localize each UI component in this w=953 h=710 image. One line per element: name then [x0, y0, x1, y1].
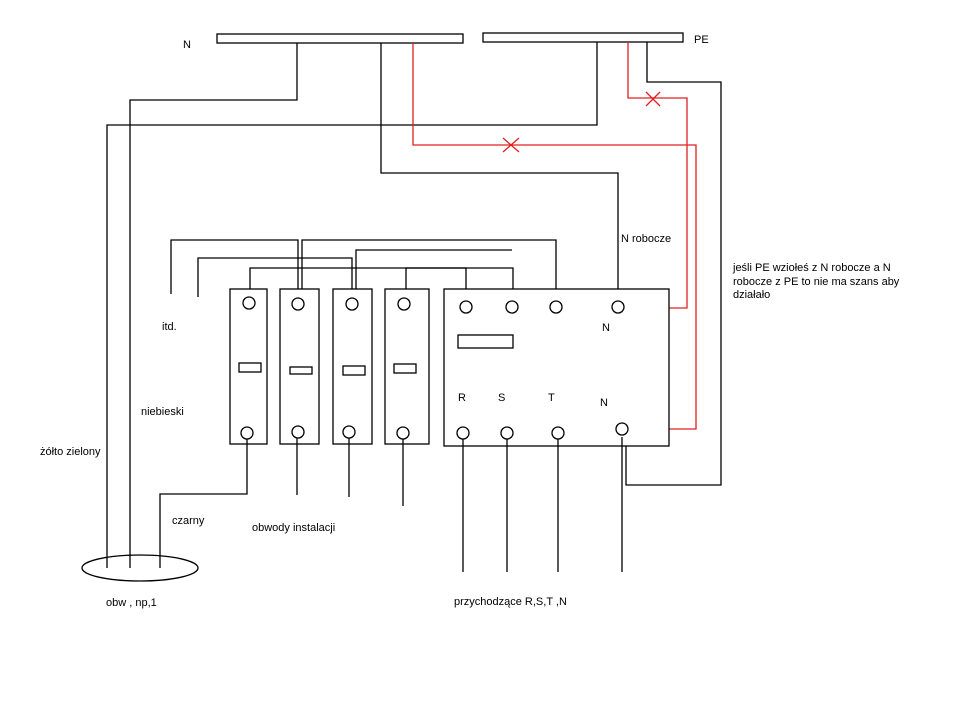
label-phase-r: R — [458, 392, 466, 404]
pe-busbar — [482, 32, 684, 43]
note-line-2: robocze z PE to nie ma szans aby — [733, 276, 900, 288]
wire-jumper-6 — [405, 267, 467, 300]
terminal — [615, 422, 629, 436]
label-terminal-n-bottom: N — [600, 397, 608, 409]
label-niebieski: niebieski — [141, 406, 184, 418]
terminal — [240, 426, 254, 440]
label-zolto-zielony: żółto zielony — [40, 446, 101, 458]
wire-black-to-circuit — [159, 437, 248, 568]
wire-jumper-2 — [197, 257, 353, 300]
terminal — [396, 426, 410, 440]
terminal — [456, 426, 470, 440]
label-n-bar: N — [183, 39, 191, 51]
breaker-3-lever — [342, 365, 366, 376]
terminal — [345, 297, 359, 311]
wire-n-to-circuit-blue — [129, 43, 298, 568]
terminal — [505, 300, 519, 314]
breaker-2-lever — [289, 366, 313, 375]
wire-pe-to-circuit-yellow-green — [106, 42, 598, 568]
main-switch-box — [443, 288, 670, 447]
label-terminal-n-top: N — [602, 322, 610, 334]
terminal — [549, 300, 563, 314]
terminal — [611, 300, 625, 314]
terminal — [397, 297, 411, 311]
terminal — [500, 426, 514, 440]
label-n-robocze: N robocze — [621, 233, 671, 245]
note-line-3: działało — [733, 289, 770, 301]
main-switch-lever — [457, 334, 514, 349]
terminal — [459, 300, 473, 314]
cross-mark-2 — [645, 91, 661, 107]
label-czarny: czarny — [172, 515, 205, 527]
circuit-cable-ellipse — [81, 554, 199, 582]
wire-jumper-3 — [301, 239, 557, 300]
terminal — [342, 425, 356, 439]
wire-pe-to-incoming-n — [625, 42, 722, 486]
label-obwody-instalacji: obwody instalacji — [252, 522, 335, 534]
wire-jumper-4 — [249, 267, 514, 300]
label-pe-bar: PE — [694, 34, 709, 46]
terminals — [240, 296, 629, 440]
red-wire-n-to-lower-n — [412, 43, 697, 430]
wire-jumper-1 — [170, 239, 299, 300]
wire-jumper-5 — [355, 249, 512, 300]
terminal — [291, 297, 305, 311]
label-obw: obw , np,1 — [106, 597, 157, 609]
cross-mark-1 — [502, 137, 520, 153]
label-przychodzace: przychodzące R,S,T ,N — [454, 596, 567, 608]
label-itd: itd. — [162, 321, 177, 333]
terminal — [551, 426, 565, 440]
label-phase-s: S — [498, 392, 505, 404]
n-busbar — [216, 33, 464, 44]
terminal — [291, 425, 305, 439]
terminal — [242, 296, 256, 310]
wire-n-to-n-robocze — [380, 43, 619, 300]
breaker-1-lever — [238, 362, 262, 373]
note-line-1: jeśli PE wziołeś z N robocze a N — [732, 262, 891, 274]
label-phase-t: T — [548, 392, 555, 404]
breaker-4-lever — [393, 363, 417, 374]
